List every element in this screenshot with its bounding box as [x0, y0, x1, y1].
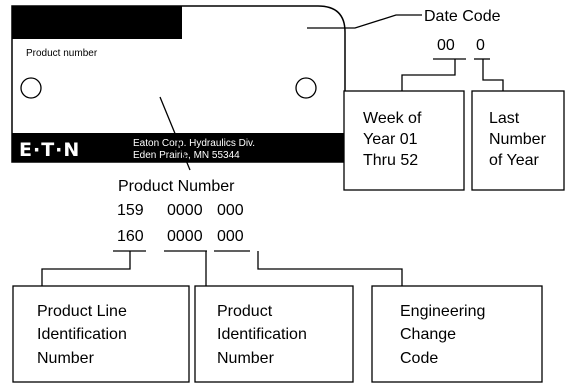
product-number-row2-change: 000 — [217, 228, 244, 245]
eng-change-connector — [257, 251, 403, 286]
eng-change-box-line-2: Change — [400, 326, 456, 343]
year-connector — [482, 59, 504, 91]
product-number-row1-change: 000 — [217, 202, 244, 219]
week-connector — [401, 59, 456, 91]
week-box-line-2: Year 01 — [363, 131, 418, 148]
company-line-1: Eaton Corp. Hydraulics Div. — [133, 138, 255, 149]
date-code-year-digit: 0 — [476, 37, 485, 54]
week-of-year-box — [343, 90, 465, 191]
year-box-line-3: of Year — [489, 152, 540, 169]
date-code-title: Date Code — [424, 8, 501, 25]
product-id-box-line-3: Number — [217, 350, 275, 367]
line-id-box-line-3: Number — [37, 350, 95, 367]
engineering-change-code-box — [371, 285, 543, 383]
product-id-box-line-1: Product — [217, 303, 273, 320]
line-id-box-line-1: Product Line — [37, 303, 127, 320]
line-id-connector — [41, 251, 131, 286]
product-number-row2-product: 0000 — [167, 228, 203, 245]
company-line-2: Eden Prairie, MN 55344 — [133, 150, 240, 161]
mounting-hole-right — [295, 77, 317, 99]
plate-product-number-label: Product number — [26, 48, 98, 59]
nameplate-top-bar — [12, 6, 182, 39]
product-number-leader — [159, 96, 191, 171]
product-number-row1-product: 0000 — [167, 202, 203, 219]
year-box-line-2: Number — [489, 131, 547, 148]
line-id-box-line-2: Identification — [37, 326, 127, 343]
week-box-line-1: Week of — [363, 110, 422, 127]
nameplate: Product number E·T·N Eaton Corp. Hydraul… — [11, 5, 346, 163]
mounting-hole-left — [20, 77, 42, 99]
date-code-leader — [307, 14, 422, 29]
product-line-id-box — [12, 285, 190, 383]
eaton-logo: E·T·N — [19, 139, 80, 161]
eng-change-box-line-1: Engineering — [400, 303, 485, 320]
product-id-box-line-2: Identification — [217, 326, 307, 343]
date-code-week-digits: 00 — [437, 37, 455, 54]
product-number-row1-line: 159 — [117, 202, 144, 219]
eng-change-box-line-3: Code — [400, 350, 438, 367]
product-number-title: Product Number — [118, 178, 235, 195]
last-number-of-year-box — [471, 90, 565, 191]
product-id-box — [194, 285, 354, 383]
nameplate-bottom-band — [12, 133, 345, 162]
year-box-line-1: Last — [489, 110, 520, 127]
week-box-line-3: Thru 52 — [363, 152, 418, 169]
product-number-row2-line: 160 — [117, 228, 144, 245]
